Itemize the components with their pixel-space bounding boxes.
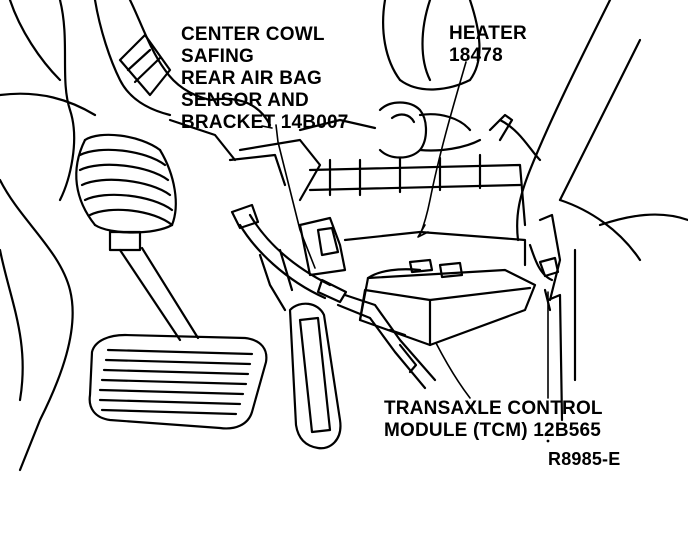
callout-cowl-line-1: CENTER COWL (181, 24, 325, 45)
callout-cowl-line-3: REAR AIR BAG (181, 68, 323, 89)
figure-reference: R8985-E (548, 449, 621, 469)
callout-heater-line-1: HEATER (449, 23, 527, 44)
brake-pedal-arm (118, 97, 272, 342)
brake-pedal-pad (88, 333, 268, 430)
left-dash-trim (0, 0, 212, 472)
callout-cowl-sensor: CENTER COWL SAFING REAR AIR BAG SENSOR A… (181, 24, 349, 134)
callout-heater-line-2: 18478 (449, 45, 503, 66)
callout-tcm: TRANSAXLE CONTROL MODULE (TCM) 12B565 (384, 398, 603, 442)
right-kick-panel (516, 0, 688, 422)
ref-dot (546, 439, 550, 443)
brake-arm-bellows (75, 133, 177, 252)
accelerator-pedal (230, 203, 348, 450)
callout-cowl-line-5: BRACKET 14B007 (181, 112, 349, 133)
callout-tcm-line-2: MODULE (TCM) 12B565 (384, 420, 602, 441)
heater-housing (228, 0, 542, 227)
callout-cowl-line-4: SENSOR AND (181, 90, 309, 111)
callout-tcm-line-1: TRANSAXLE CONTROL (384, 398, 603, 419)
tcm-module (258, 216, 537, 390)
callout-cowl-line-2: SAFING (181, 46, 254, 67)
callout-heater: HEATER 18478 (449, 23, 527, 67)
leader-lines (261, 61, 549, 399)
